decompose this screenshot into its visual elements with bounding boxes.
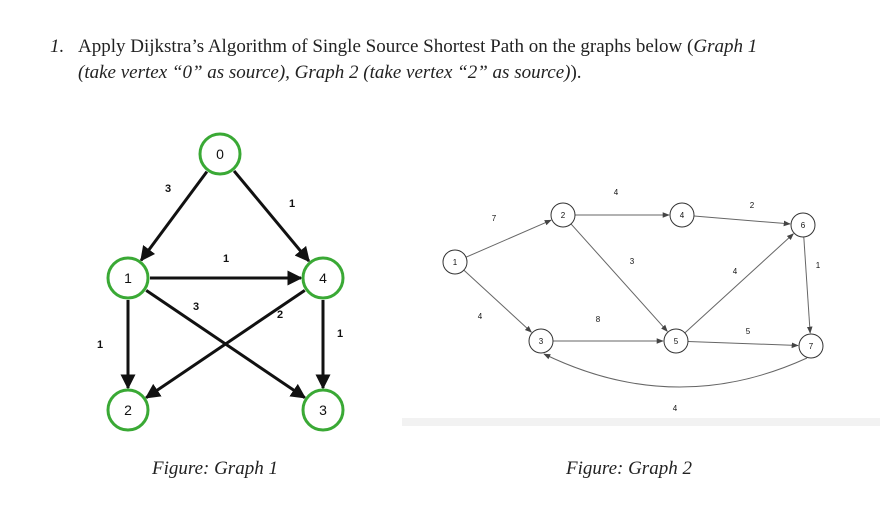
question-number: 1.: [50, 36, 65, 57]
g1-node-label: 3: [319, 402, 327, 418]
g2-edge-1-3: [463, 269, 532, 333]
g2-edge-2-5: [570, 223, 668, 332]
g1-edge-weight: 3: [193, 301, 199, 313]
g1-edge-4-2: [144, 289, 306, 399]
g2-edge-weight: 3: [630, 257, 635, 266]
g2-edge-weight: 2: [750, 201, 755, 210]
g2-node-7: [798, 333, 824, 359]
question-graph1: Graph 1: [693, 36, 758, 57]
graph2-nodes: 1 2 3 4 5 6 7: [442, 202, 824, 359]
g1-node-0: [198, 132, 242, 176]
g2-node-4: [669, 202, 695, 228]
g1-edge-0-4: [232, 169, 311, 263]
g2-node-2: [550, 202, 576, 228]
g1-edge-weight: 1: [223, 253, 229, 265]
g2-edge-weight: 5: [746, 327, 751, 336]
g2-edge-6-7: [803, 236, 813, 334]
g2-node-6: [790, 212, 816, 238]
g2-node-label: 4: [680, 211, 685, 220]
g1-edge-weight: 3: [165, 183, 171, 195]
graph2-caption: Figure: Graph 2: [566, 458, 692, 479]
g1-node-4: [301, 256, 345, 300]
graph1-caption: Figure: Graph 1: [152, 458, 278, 479]
g2-node-label: 7: [809, 342, 814, 351]
g2-edge-weight: 4: [673, 404, 678, 413]
g1-edge-weight: 1: [337, 328, 343, 340]
graph1-edges: 3 1 1 3 1 2 1: [97, 169, 343, 399]
g1-node-label: 4: [319, 270, 327, 286]
g2-edge-weight: 4: [733, 267, 738, 276]
g2-edge-5-7: [687, 340, 799, 349]
g1-node-3: [301, 388, 345, 432]
g2-node-label: 3: [539, 337, 544, 346]
g1-node-1: [106, 256, 150, 300]
g2-node-1: [442, 249, 468, 275]
g2-node-label: 1: [453, 258, 458, 267]
g1-edge-weight: 1: [97, 339, 103, 351]
question-text: 1. Apply Dijkstra’s Algorithm of Single …: [48, 34, 848, 86]
g2-node-label: 2: [561, 211, 566, 220]
g2-edge-7-3: [543, 353, 808, 388]
g2-edge-weight: 7: [492, 214, 497, 223]
question-graph-note: (take vertex “0” as source), Graph 2 (ta…: [78, 62, 571, 83]
g2-edge-1-2: [465, 219, 552, 258]
graph1-nodes: 0 1 2 3 4: [106, 132, 345, 432]
g2-edge-weight: 4: [614, 188, 619, 197]
question-end: ).: [570, 62, 582, 83]
g2-node-label: 5: [674, 337, 679, 346]
g1-edge-0-1: [139, 170, 209, 262]
g2-edge-weight: 1: [816, 261, 821, 270]
graph2-shadow: [402, 418, 880, 426]
question-body: Apply Dijkstra’s Algorithm of Single Sou…: [78, 34, 848, 86]
g2-edge-weight: 4: [478, 312, 483, 321]
g1-node-2: [106, 388, 150, 432]
g2-node-5: [663, 328, 689, 354]
g1-node-label: 0: [216, 146, 224, 162]
g2-node-3: [528, 328, 554, 354]
g1-edge-weight: 1: [289, 198, 295, 210]
g1-node-label: 2: [124, 402, 132, 418]
g2-node-label: 6: [801, 221, 806, 230]
g2-edge-weight: 8: [596, 315, 601, 324]
g1-edge-weight: 2: [277, 309, 283, 321]
g2-edge-4-6: [693, 215, 791, 227]
g2-edge-5-6: [684, 233, 794, 334]
g1-node-label: 1: [124, 270, 132, 286]
question-intro: Apply Dijkstra’s Algorithm of Single Sou…: [78, 36, 694, 57]
graph2-edges: 7 4 4 3 8 2 4 5 1 4: [463, 188, 821, 413]
